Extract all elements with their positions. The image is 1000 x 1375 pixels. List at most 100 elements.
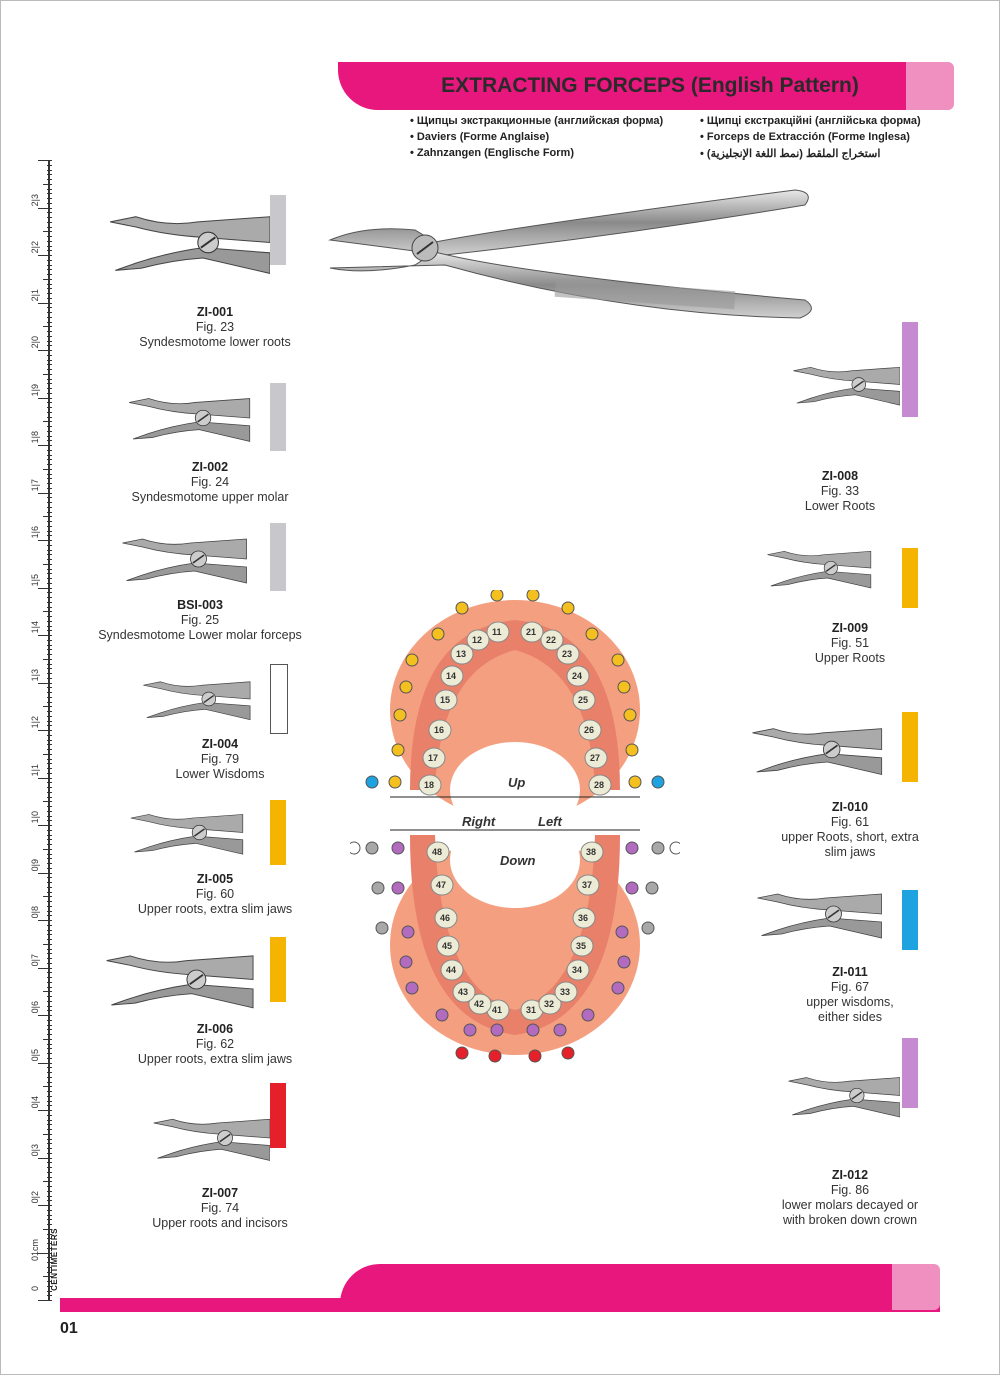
ruler-label: 0|4 [30, 1096, 40, 1109]
tooth-27: 27 [584, 747, 608, 769]
ruler-tick [38, 682, 52, 684]
color-dot [561, 1046, 575, 1060]
color-dot [391, 743, 405, 757]
right-item-caption-1: ZI-008 Fig. 33 Lower Roots [775, 469, 905, 514]
ruler-tick [38, 1062, 52, 1064]
ruler-tick [38, 350, 52, 351]
right-forceps-image-5 [785, 1038, 901, 1158]
left-color-marker-3 [270, 523, 286, 591]
item-fig: Fig. 25 [180, 613, 220, 627]
color-dot [625, 743, 639, 757]
tooth-number: 17 [428, 753, 438, 763]
right-color-marker-1 [902, 322, 918, 417]
ruler-tick [38, 587, 52, 589]
color-dot [399, 680, 413, 694]
tooth-22: 22 [540, 629, 564, 651]
tooth-number: 18 [424, 780, 434, 790]
item-description: Upper Roots [814, 651, 886, 665]
color-dot [625, 841, 639, 855]
ruler-tick [43, 278, 52, 280]
tooth-13: 13 [450, 643, 474, 665]
item-description: Syndesmotome upper molar [131, 490, 289, 504]
tooth-11: 11 [486, 621, 510, 643]
tooth-number: 33 [560, 987, 570, 997]
ruler-tick [38, 872, 52, 874]
color-dot [585, 627, 599, 641]
ruler-tick [38, 1110, 52, 1111]
tooth-number: 43 [458, 987, 468, 997]
tooth-12: 12 [466, 629, 490, 651]
tooth-number: 12 [472, 635, 482, 645]
left-forceps-image-5 [100, 800, 270, 870]
item-description: upper Roots, short, extra slim jaws [781, 830, 919, 859]
translation-es: Forceps de Extracción (Forme Inglesa) [700, 131, 910, 143]
tooth-16: 16 [428, 719, 452, 741]
item-fig: Fig. 67 [830, 980, 870, 994]
color-dot [528, 1049, 542, 1063]
tooth-number: 44 [446, 965, 456, 975]
item-code: ZI-011 [832, 965, 868, 979]
ruler-tick [38, 302, 52, 304]
item-fig: Fig. 74 [200, 1201, 240, 1215]
left-color-marker-5 [270, 800, 286, 865]
ruler-label: 0|9 [30, 858, 40, 871]
tooth-number: 46 [440, 913, 450, 923]
tooth-number: 35 [576, 941, 586, 951]
tooth-28: 28 [588, 774, 612, 796]
tooth-number: 36 [578, 913, 588, 923]
ruler-label: 2|2 [30, 241, 40, 254]
ruler-label: 0|7 [30, 953, 40, 966]
ruler-tick [43, 231, 52, 233]
color-dot [375, 921, 389, 935]
ruler-label: 1|6 [30, 526, 40, 539]
color-dot [391, 841, 405, 855]
right-forceps-image-1 [790, 322, 901, 452]
left-item-caption-3: BSI-003 Fig. 25 Syndesmotome Lower molar… [90, 598, 310, 643]
item-description: Upper roots, extra slim jaws [137, 902, 293, 916]
right-item-caption-3: ZI-010 Fig. 61 upper Roots, short, extra… [775, 800, 925, 860]
page-title: EXTRACTING FORCEPS (English Pattern) [441, 74, 859, 97]
item-code: ZI-005 [196, 872, 234, 886]
tooth-18: 18 [418, 774, 442, 796]
ruler-label: 1|0 [30, 811, 40, 824]
ruler-tick [38, 1252, 52, 1254]
ruler-label: 1|5 [30, 573, 40, 586]
color-dot [463, 1023, 477, 1037]
color-dot [651, 841, 665, 855]
translation-de: Zahnzangen (Englische Form) [410, 147, 574, 159]
ruler-tick [43, 183, 52, 185]
tooth-number: 48 [432, 847, 442, 857]
ruler-tick [43, 896, 52, 898]
translation-fr: Daviers (Forme Anglaise) [410, 131, 549, 143]
item-fig: Fig. 79 [200, 752, 240, 766]
item-code: ZI-001 [196, 305, 234, 319]
item-fig: Fig. 62 [195, 1037, 235, 1051]
color-dot [371, 881, 385, 895]
color-dot [526, 590, 540, 602]
ruler-tick [38, 920, 52, 921]
ruler-tick [43, 801, 52, 803]
item-code: ZI-002 [191, 460, 229, 474]
tooth-number: 38 [586, 847, 596, 857]
item-description: Syndesmotome lower roots [139, 335, 291, 349]
color-dot [553, 1023, 567, 1037]
ruler-label: 01cm [30, 1238, 40, 1261]
tooth-35: 35 [570, 935, 594, 957]
item-description: Upper roots, extra slim jaws [137, 1052, 293, 1066]
color-dot [401, 925, 415, 939]
tooth-26: 26 [578, 719, 602, 741]
ruler-tick [43, 421, 52, 423]
item-description: lower molars decayed or with broken down… [781, 1198, 919, 1227]
translation-ru: Щипцы экстракционные (английская форма) [410, 115, 663, 127]
ruler-label: 1|8 [30, 431, 40, 444]
item-description: Lower Roots [804, 499, 876, 513]
tooth-38: 38 [580, 841, 604, 863]
tooth-number: 42 [474, 999, 484, 1009]
translation-ar: استخراج الملقط (نمط اللغة الإنجليزية) [700, 147, 880, 160]
ruler-tick [43, 753, 52, 755]
jaw-label-down: Down [500, 853, 535, 868]
color-dot [669, 841, 680, 855]
color-dot [617, 680, 631, 694]
